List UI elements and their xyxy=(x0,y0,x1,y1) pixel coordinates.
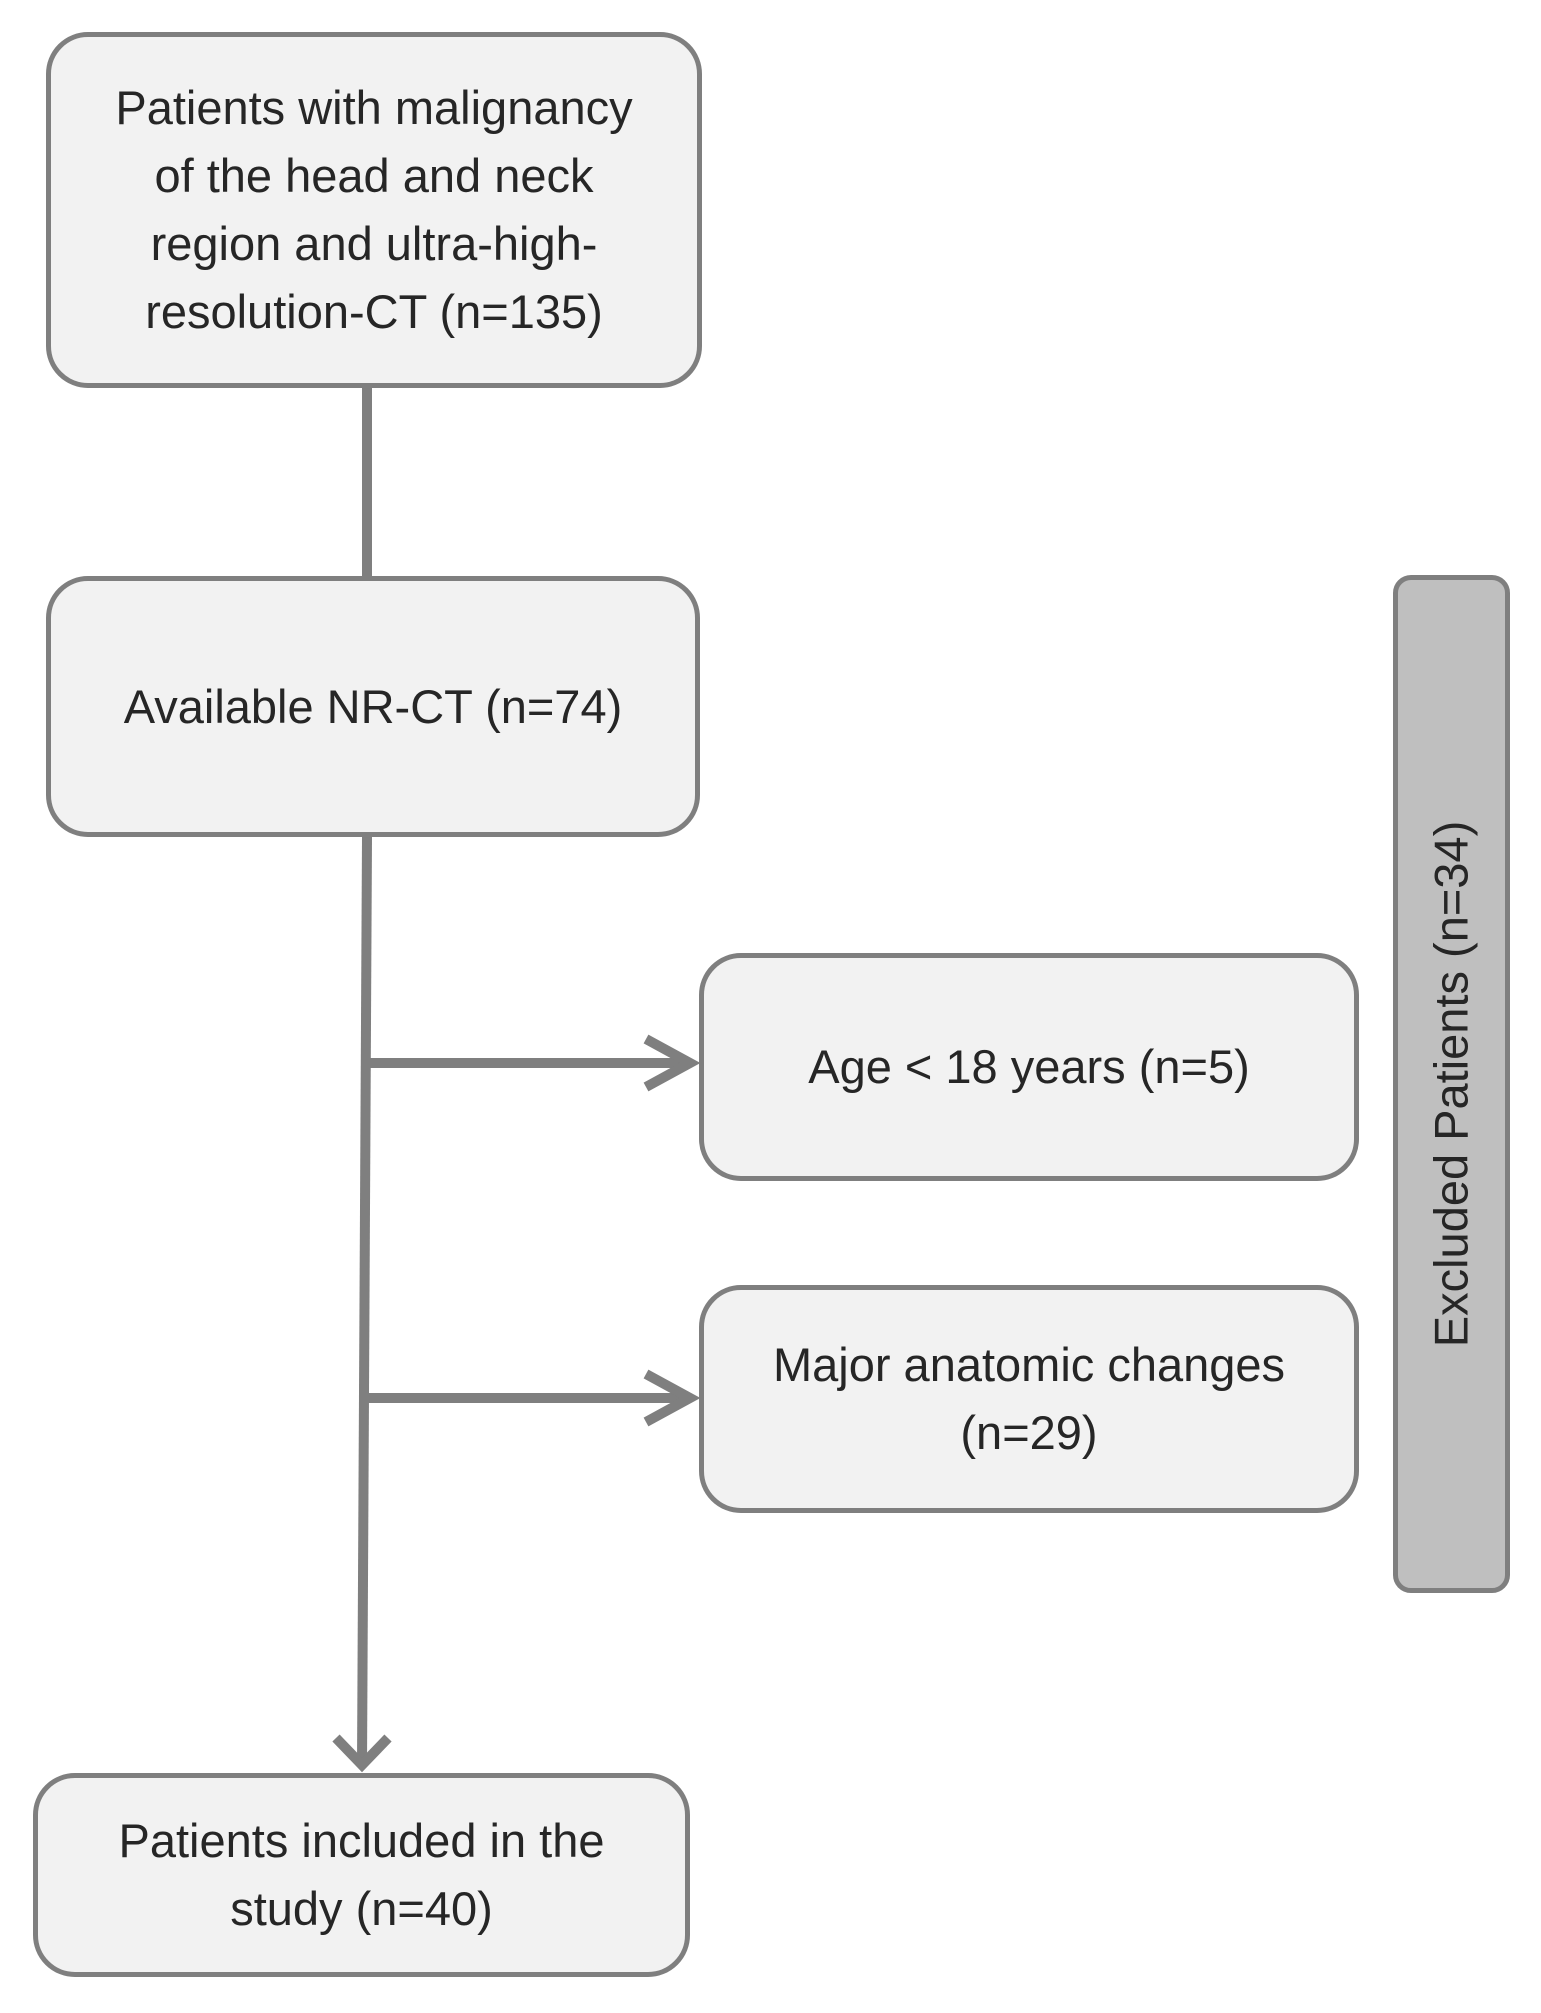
node-label: Age < 18 years (n=5) xyxy=(808,1040,1250,1093)
node-label: Patients with malignancy of the head and… xyxy=(115,81,633,338)
excluded-patients-label: Excluded Patients (n=34) xyxy=(1424,820,1478,1348)
node-label: Major anatomic changes (n=29) xyxy=(772,1338,1286,1459)
arrowhead-age xyxy=(643,1034,701,1092)
node-age-exclusion: Age < 18 years (n=5) xyxy=(699,953,1359,1181)
node-label: Available NR-CT (n=74) xyxy=(123,679,623,733)
excluded-patients-group xyxy=(1393,575,1510,1593)
node-patients-with-malignancy: Patients with malignancy of the head and… xyxy=(46,32,702,388)
connector-available-to-included xyxy=(357,836,372,1766)
arrowhead-included xyxy=(332,1734,392,1773)
node-label: Patients included in the study (n=40) xyxy=(118,1814,605,1935)
node-anatomic-changes-exclusion: Major anatomic changes (n=29) xyxy=(699,1285,1359,1513)
arrowhead-anatomic xyxy=(643,1369,701,1427)
node-available-nr-ct: Available NR-CT (n=74) xyxy=(46,576,700,837)
node-patients-included: Patients included in the study (n=40) xyxy=(33,1773,690,1977)
